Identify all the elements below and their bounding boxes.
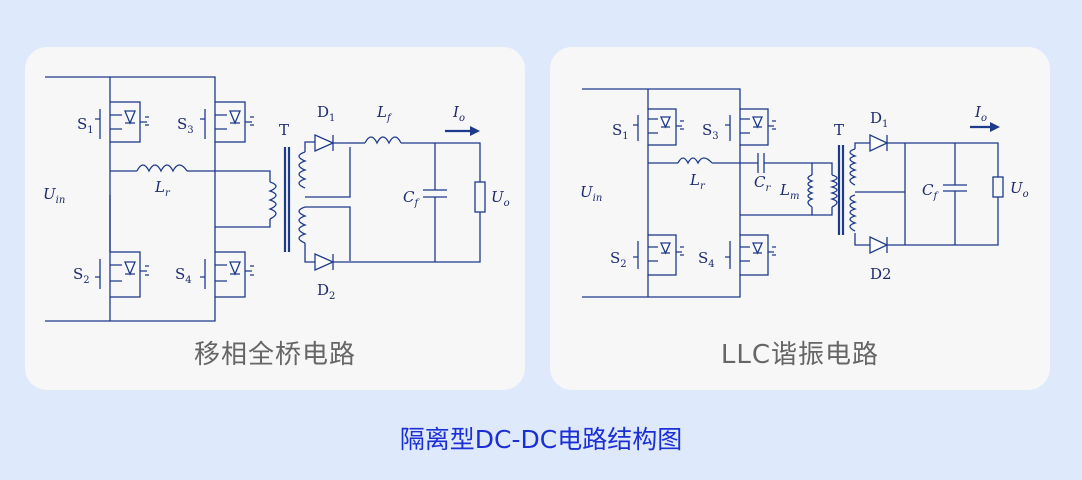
transformer-secondary-top [849,148,857,186]
primary-return-wire [740,207,813,216]
diode-d2 [314,252,350,272]
switch-s3 [725,108,776,146]
switch-s3 [200,101,254,143]
transformer-core [283,147,291,252]
transformer-secondary-bottom [298,206,307,244]
label-uin: Uin [580,183,602,204]
label-d2: D2 [317,281,335,302]
transformer-core [837,145,845,235]
capacitor-cf [423,143,447,262]
figure-title: 隔离型DC-DC电路结构图 [399,425,683,454]
io-arrowhead [990,122,1000,132]
transformer-primary [268,181,277,220]
phase-shift-full-bridge-panel: S1 S3 S2 S4 Lr Uin T D1 D2 Lf Cf Io Uo 移… [25,47,525,390]
transformer-primary [829,174,838,208]
switch-s1 [95,101,149,143]
label-t: T [834,121,844,139]
inductor-lr [677,157,713,165]
llc-resonant-schematic: S1 S3 S2 S4 Lr Cr Lm Uin T D1 D2 Cf Io U… [580,88,1029,298]
io-arrowhead [470,126,480,136]
label-uo: Uo [491,188,510,209]
switch-s4 [725,234,776,276]
label-s3: S3 [177,115,194,136]
label-s4: S4 [175,265,192,286]
secondary-wires [304,141,351,263]
load-uo [474,181,486,213]
label-d2: D2 [870,265,892,283]
label-d1: D1 [870,109,888,130]
transformer-secondary-bottom [849,194,857,232]
label-lr: Lr [689,171,706,192]
capacitor-cf [943,143,967,245]
label-lm: Lm [779,181,799,202]
label-s1: S1 [612,121,629,142]
load-uo [992,176,1004,198]
transformer-secondary-top [298,151,307,189]
diode-d2 [869,235,889,255]
input-rails [45,76,216,322]
label-s1: S1 [77,115,94,136]
primary-return-wire [215,219,271,228]
label-io: Io [452,103,465,124]
caption-phase-shift-full-bridge: 移相全桥电路 [193,340,356,370]
inductor-lf [364,136,402,145]
lr-wire [110,170,271,182]
switch-s2 [633,234,684,276]
inductor-lm [807,174,814,208]
label-s4: S4 [698,249,715,270]
inductor-lr [136,164,188,173]
switch-s2 [95,251,149,298]
diode-d1 [869,133,999,253]
label-cf: Cf [403,188,420,209]
label-s3: S3 [702,121,719,142]
capacitor-cr [757,153,813,175]
diode-d1 [314,133,350,153]
label-io: Io [974,103,987,124]
switch-s1 [633,108,684,146]
label-s2: S2 [610,249,627,270]
input-rails [582,88,741,298]
label-lf: Lf [376,103,393,124]
llc-resonant-panel: S1 S3 S2 S4 Lr Cr Lm Uin T D1 D2 Cf Io U… [550,47,1050,390]
label-cf: Cf [922,181,939,202]
label-cr: Cr [754,173,771,194]
label-uin: Uin [43,185,65,206]
lm-wires [812,162,833,216]
label-s2: S2 [73,265,90,286]
output-wires [350,142,481,263]
switch-s4 [200,251,254,298]
label-d1: D1 [317,103,335,124]
label-uo: Uo [1010,179,1029,200]
label-t: T [279,121,289,139]
caption-llc-resonant: LLC谐振电路 [720,340,880,370]
bridge-legs [647,145,741,235]
phase-shift-full-bridge-schematic: S1 S3 S2 S4 Lr Uin T D1 D2 Lf Cf Io Uo [43,76,510,322]
label-lr: Lr [154,178,171,199]
secondary-wires [854,142,906,246]
bridge-legs [109,142,216,252]
